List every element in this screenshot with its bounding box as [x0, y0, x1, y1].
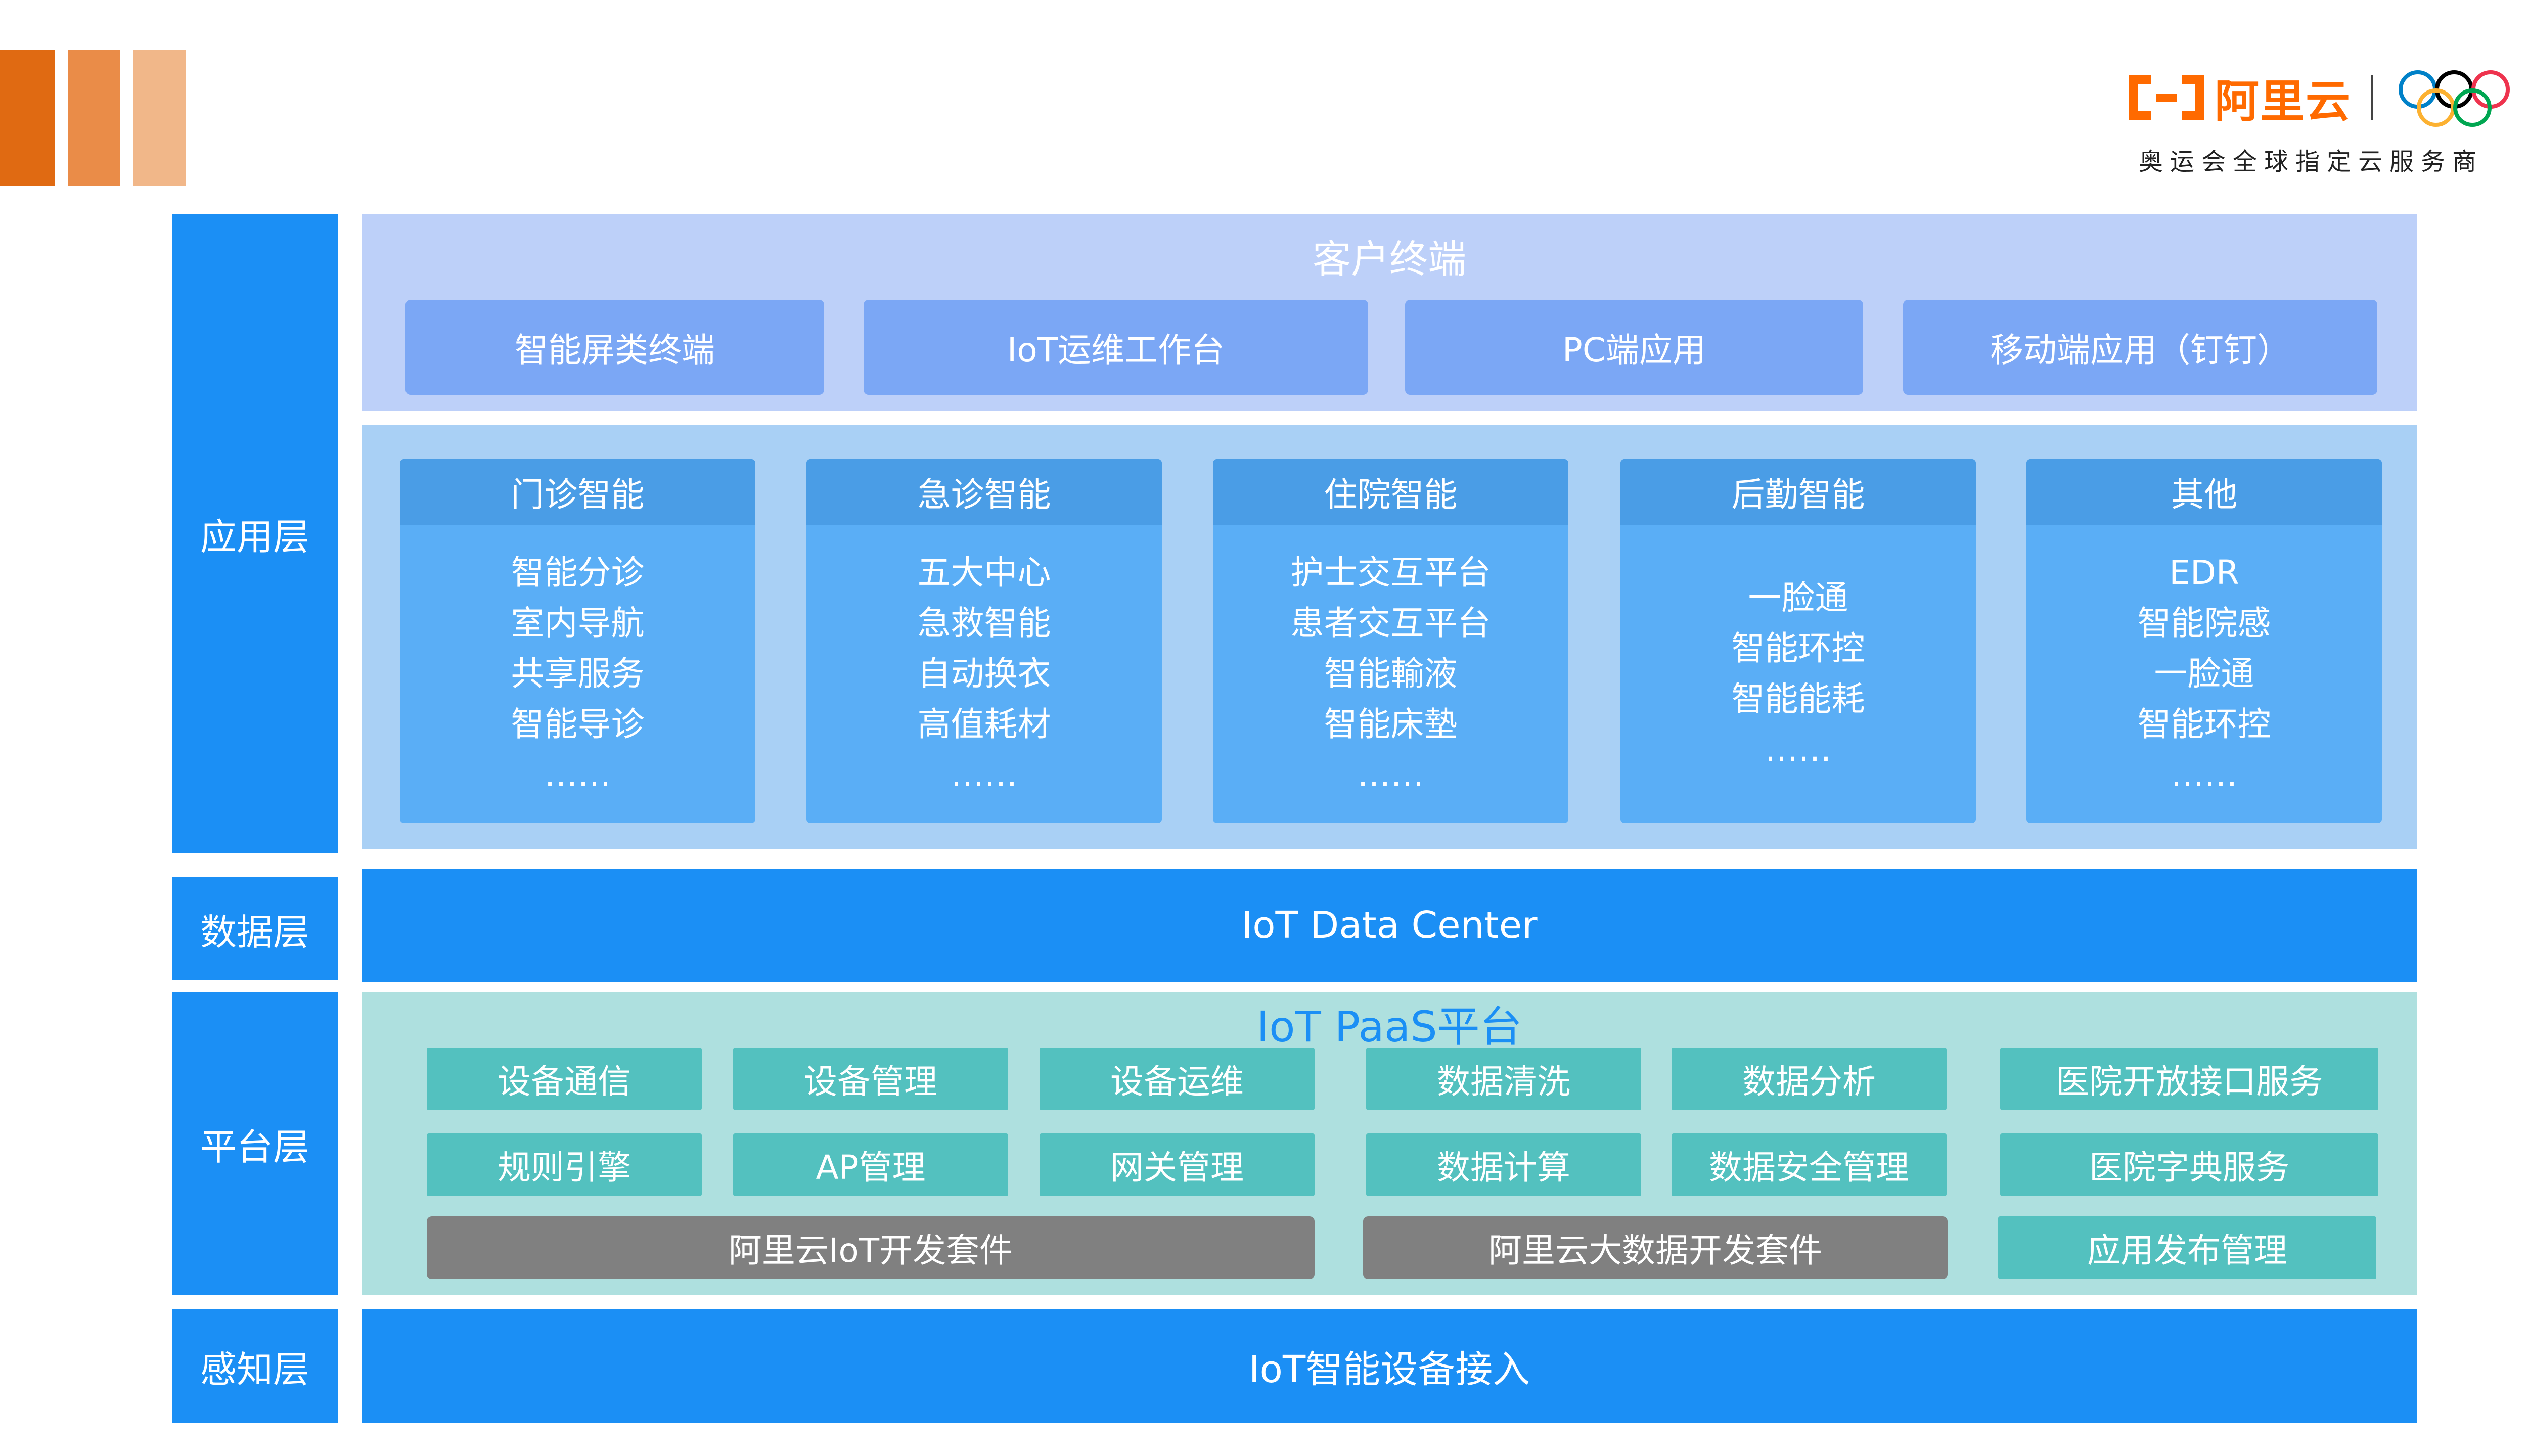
- card-item: ……: [1357, 755, 1424, 794]
- paas-data-computing: 数据计算: [1366, 1133, 1641, 1196]
- card-item: 智能能耗: [1731, 679, 1865, 718]
- card-emergency: 急诊智能 五大中心 急救智能 自动换衣 高值耗材 ……: [806, 459, 1162, 823]
- card-item: EDR: [2169, 553, 2239, 592]
- card-item: 自动换衣: [917, 654, 1051, 693]
- decor-bar-2: [68, 50, 120, 186]
- card-item: 护士交互平台: [1290, 553, 1491, 592]
- card-item: 智能环控: [2137, 705, 2271, 744]
- aliyun-logo-icon: [2129, 70, 2204, 125]
- paas-data-security: 数据安全管理: [1672, 1133, 1947, 1196]
- card-title: 其他: [2026, 459, 2382, 525]
- card-item: 高值耗材: [917, 705, 1051, 744]
- client-terminal-title: 客户终端: [1313, 237, 1466, 282]
- card-title: 后勤智能: [1620, 459, 1976, 525]
- layer-label-platform: 平台层: [172, 992, 338, 1295]
- card-item: 智能导诊: [511, 705, 645, 744]
- iot-paas-section: IoT PaaS平台 设备通信 设备管理 设备运维 数据清洗 数据分析 医院开放…: [362, 992, 2417, 1295]
- card-item: 患者交互平台: [1290, 604, 1491, 643]
- card-item: 一脸通: [1748, 578, 1848, 617]
- paas-device-operations: 设备运维: [1040, 1048, 1315, 1110]
- olympic-rings-icon: [2399, 67, 2510, 128]
- decor-bar-1: [0, 50, 55, 186]
- client-item-mobile-app: 移动端应用（钉钉）: [1903, 300, 2377, 395]
- layer-label-app: 应用层: [172, 214, 338, 853]
- card-logistics: 后勤智能 一脸通 智能环控 智能能耗 ……: [1620, 459, 1976, 823]
- card-item: 智能輸液: [1324, 654, 1458, 693]
- paas-aliyun-bigdata-sdk: 阿里云大数据开发套件: [1363, 1216, 1948, 1279]
- client-item-smart-screen: 智能屏类终端: [405, 300, 824, 395]
- aliyun-logo: 阿里云: [2129, 65, 2510, 130]
- paas-data-analysis: 数据分析: [1672, 1048, 1947, 1110]
- smart-scenarios-section: 门诊智能 智能分诊 室内导航 共享服务 智能导诊 …… 急诊智能 五大中心 急救…: [362, 425, 2417, 849]
- paas-hospital-open-api: 医院开放接口服务: [2000, 1048, 2378, 1110]
- card-item: 一脸通: [2154, 654, 2254, 693]
- logo-subtitle: 奥运会全球指定云服务商: [2139, 148, 2484, 176]
- card-item: 室内导航: [511, 604, 645, 643]
- paas-device-management: 设备管理: [733, 1048, 1008, 1110]
- layer-label-data: 数据层: [172, 877, 338, 980]
- card-item: 急救智能: [917, 604, 1051, 643]
- client-terminal-section: 客户终端 智能屏类终端 IoT运维工作台 PC端应用 移动端应用（钉钉）: [362, 214, 2417, 411]
- card-item: 五大中心: [917, 553, 1051, 592]
- card-title: 住院智能: [1213, 459, 1568, 525]
- iot-data-center-bar: IoT Data Center: [362, 869, 2417, 982]
- card-item: 智能分诊: [511, 553, 645, 592]
- card-item: ……: [951, 755, 1018, 794]
- decor-bar-3: [133, 50, 186, 186]
- card-item: 智能环控: [1731, 629, 1865, 668]
- paas-device-communication: 设备通信: [427, 1048, 702, 1110]
- logo-text: 阿里云: [2215, 75, 2352, 127]
- card-item: 智能床墊: [1324, 705, 1458, 744]
- card-item: ……: [2171, 755, 2238, 794]
- paas-aliyun-iot-sdk: 阿里云IoT开发套件: [427, 1216, 1315, 1279]
- card-other: 其他 EDR 智能院感 一脸通 智能环控 ……: [2026, 459, 2382, 823]
- paas-hospital-dictionary: 医院字典服务: [2000, 1133, 2378, 1196]
- card-item: ……: [1765, 730, 1832, 769]
- card-title: 急诊智能: [806, 459, 1162, 525]
- card-item: 共享服务: [511, 654, 645, 693]
- iot-device-access-bar: IoT智能设备接入: [362, 1309, 2417, 1423]
- paas-data-cleaning: 数据清洗: [1366, 1048, 1641, 1110]
- paas-app-release-management: 应用发布管理: [1998, 1216, 2376, 1279]
- logo-separator: [2371, 75, 2374, 120]
- card-inpatient: 住院智能 护士交互平台 患者交互平台 智能輸液 智能床墊 ……: [1213, 459, 1568, 823]
- card-outpatient: 门诊智能 智能分诊 室内导航 共享服务 智能导诊 ……: [400, 459, 755, 823]
- layer-label-sense: 感知层: [172, 1309, 338, 1423]
- card-item: 智能院感: [2137, 604, 2271, 643]
- paas-ap-management: AP管理: [733, 1133, 1008, 1196]
- card-title: 门诊智能: [400, 459, 755, 525]
- paas-gateway-management: 网关管理: [1040, 1133, 1315, 1196]
- paas-title: IoT PaaS平台: [1256, 1002, 1522, 1052]
- paas-rule-engine: 规则引擎: [427, 1133, 702, 1196]
- client-item-pc-app: PC端应用: [1405, 300, 1863, 395]
- card-item: ……: [544, 755, 611, 794]
- client-item-iot-workbench: IoT运维工作台: [864, 300, 1368, 395]
